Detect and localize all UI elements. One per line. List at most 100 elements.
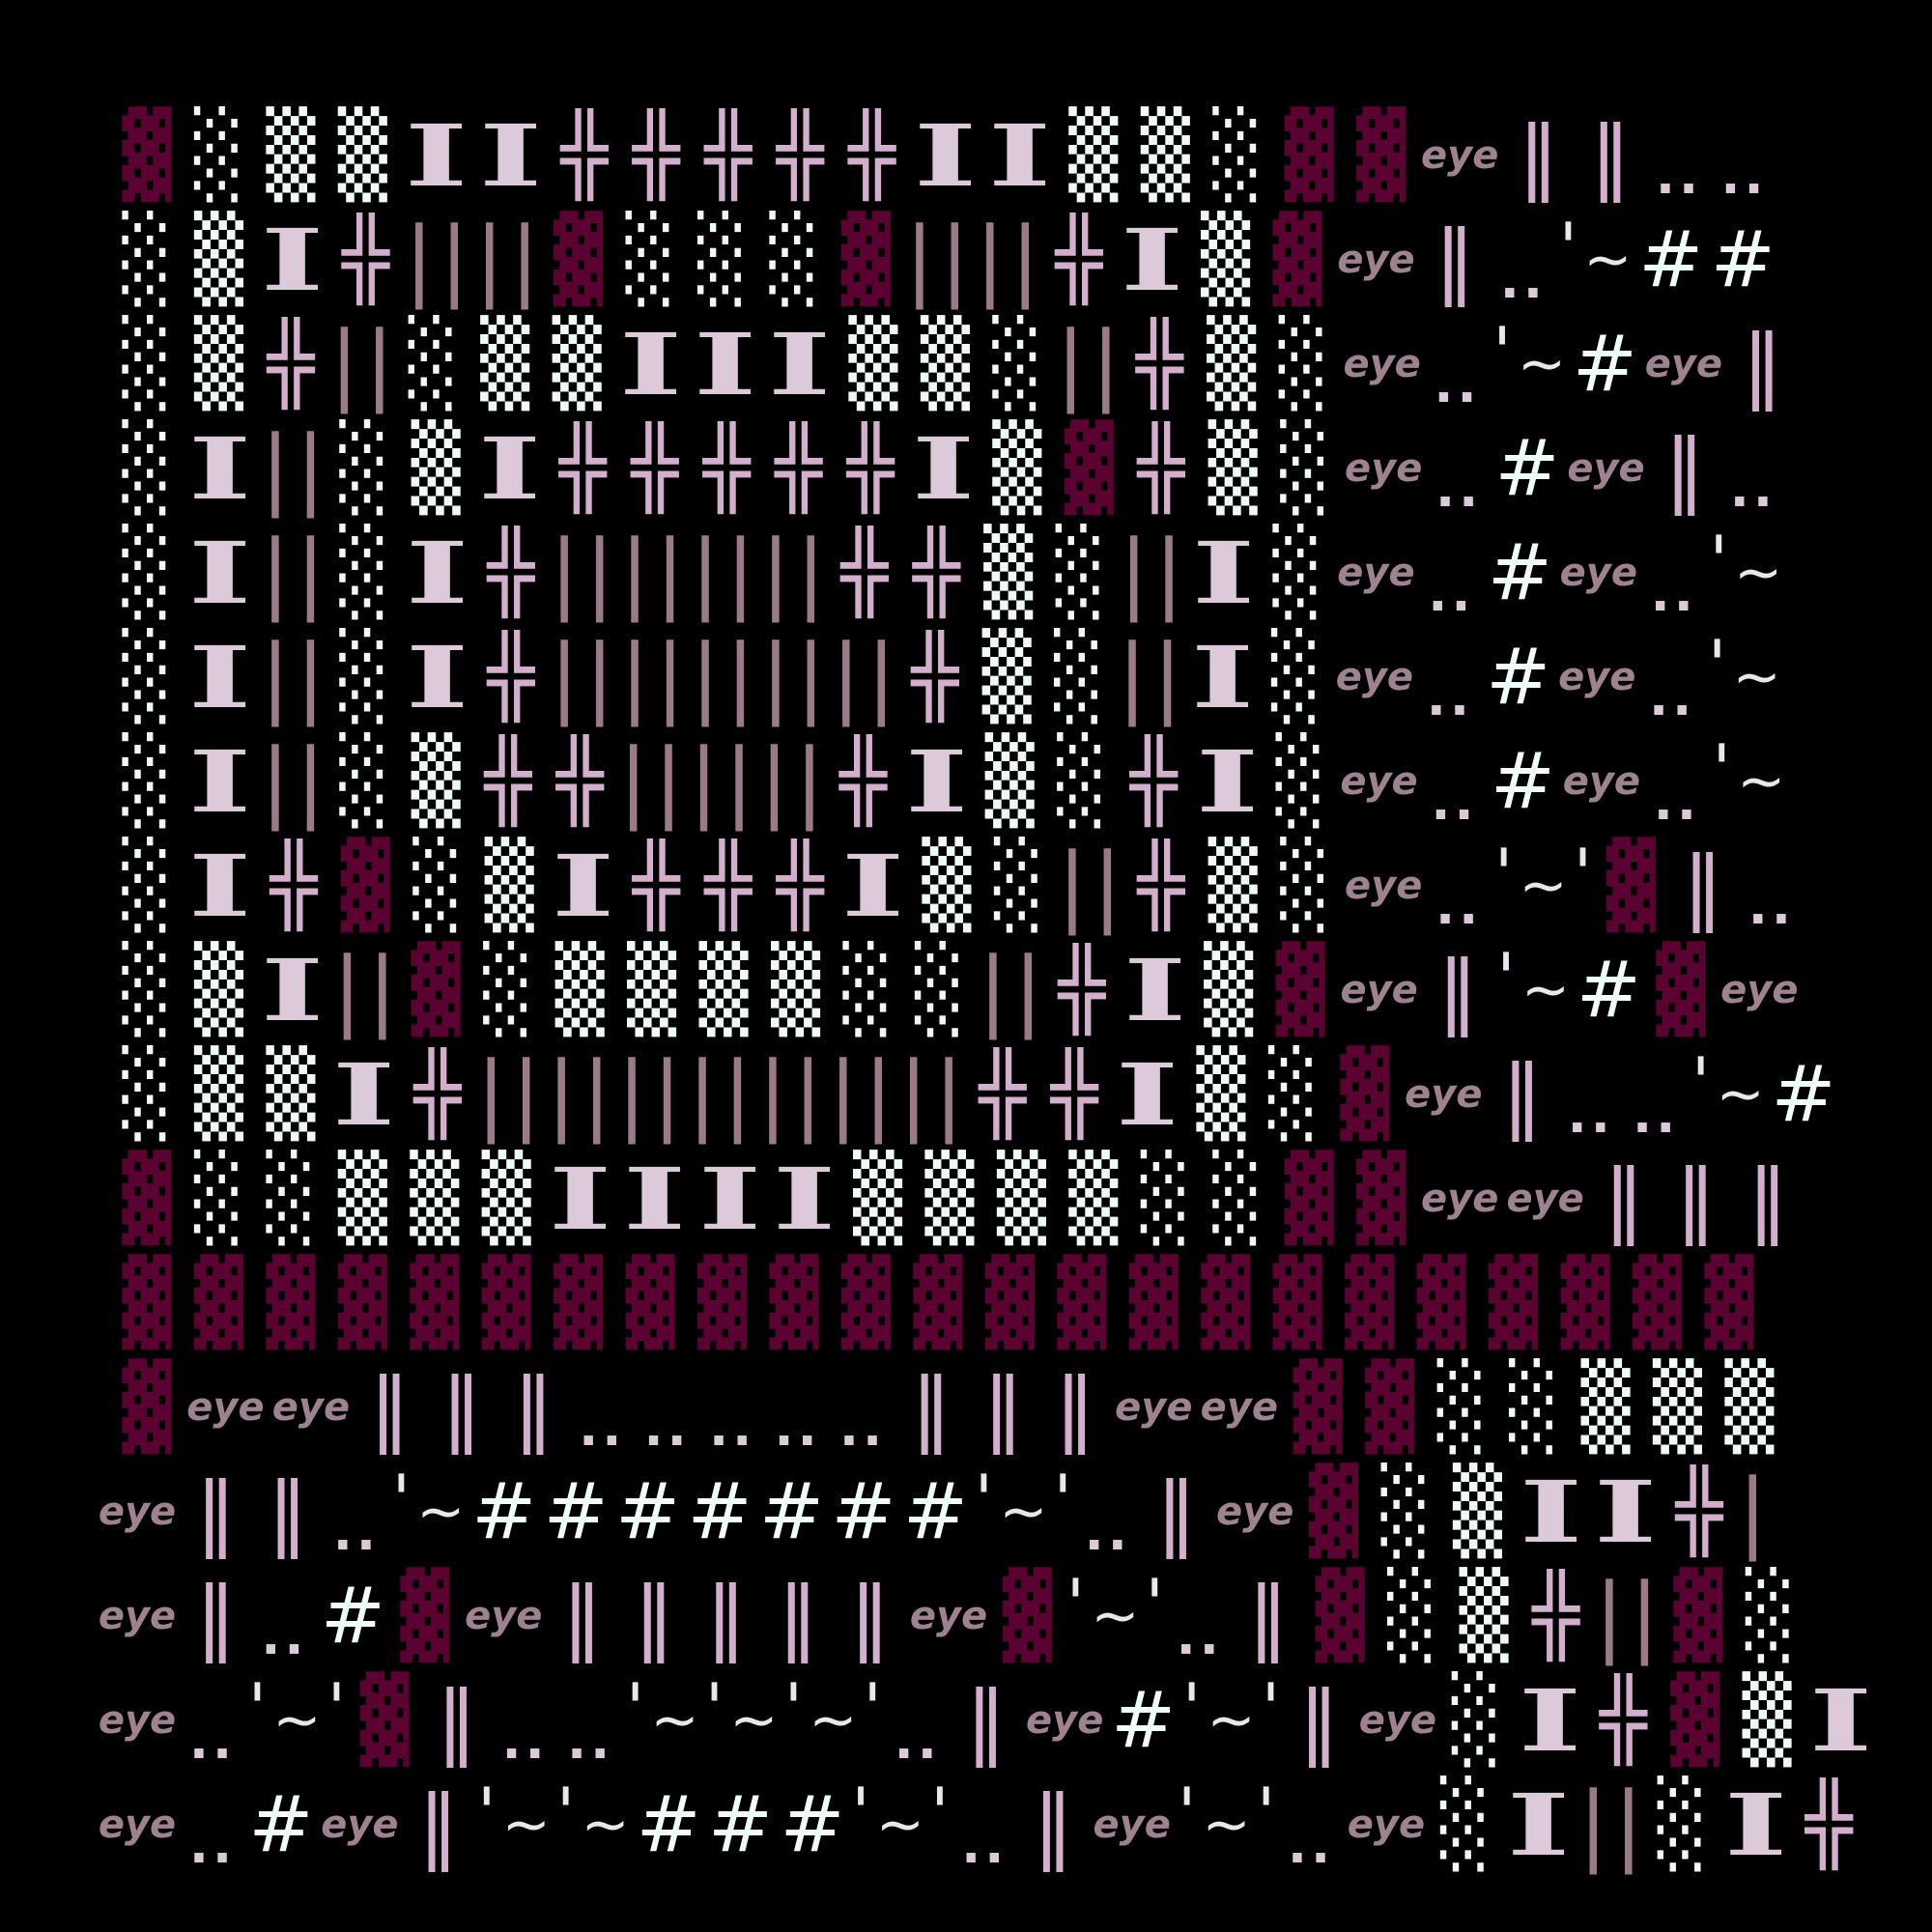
apostrophe-glyph: ' (1493, 835, 1514, 914)
ibeam-glyph: I (1519, 1462, 1583, 1562)
double-cross-glyph: ╬ (846, 423, 895, 514)
dots-glyph: .. (1287, 1816, 1335, 1875)
dark-shade-glyph: ▓ (1704, 1255, 1754, 1350)
medium-shade-glyph: ▒ (924, 1151, 975, 1246)
ibeam-glyph: I (987, 105, 1052, 206)
light-shade-glyph: ░ (483, 942, 533, 1037)
ibeam-glyph: I (405, 523, 469, 623)
dark-shade-glyph: ▓ (1275, 942, 1325, 1037)
tilde-glyph: ~ (416, 1478, 466, 1546)
ibeam-glyph: I (768, 314, 832, 414)
bar-glyph: | (655, 626, 685, 727)
light-shade-glyph: ░ (769, 212, 819, 307)
double-bar-glyph: ‖ (1501, 1047, 1543, 1142)
bar-glyph: | (687, 1043, 718, 1145)
dots-glyph: .. (1434, 355, 1481, 414)
eye-icon: eye (98, 1594, 177, 1638)
dark-shade-glyph: ▓ (1309, 1463, 1359, 1559)
dots-glyph: .. (1655, 147, 1703, 206)
bar-glyph: | (547, 1043, 577, 1145)
tilde-glyph: ~ (1517, 330, 1567, 398)
apostrophe-glyph: ' (477, 1774, 497, 1853)
eye-icon: eye (1567, 446, 1645, 491)
double-cross-glyph: ╬ (1599, 1675, 1647, 1766)
glyph-row: ▓ ░ ░ ▒ ▒ ▒ I I I I ▒ ▒ ▒ ▒ ░ ░ ▓ ▓ eye … (113, 1154, 1802, 1259)
light-shade-glyph: ░ (1657, 1776, 1707, 1872)
medium-shade-glyph: ▒ (996, 1151, 1047, 1246)
bar-glyph: | (690, 626, 721, 727)
dark-shade-glyph: ▓ (266, 1255, 316, 1350)
glyph-row: ▓ ░ ▒ ▒ I I ╬ ╬ ╬ ╬ ╬ I I ▒ ▒ ░ ▓ ▓ eye … (113, 111, 1775, 215)
light-shade-glyph: ░ (339, 525, 389, 620)
dark-shade-glyph: ▓ (193, 1255, 244, 1350)
dark-shade-glyph: ▓ (359, 1672, 410, 1768)
ibeam-glyph: I (904, 731, 969, 832)
double-bar-glyph: ‖ (1247, 1569, 1289, 1663)
bar-glyph: | (864, 1043, 894, 1145)
bar-glyph: | (655, 522, 685, 623)
glyph-row: eye ‖ .. # ▓ eye ‖ ‖ ‖ ‖ ‖ eye ▓ ' ~ ' .… (97, 1565, 1804, 1676)
bar-glyph: | (550, 626, 580, 727)
ibeam-glyph: I (548, 1149, 612, 1249)
double-cross-glyph: ╬ (484, 736, 532, 827)
bar-glyph: | (760, 626, 791, 727)
bar-glyph: | (404, 209, 434, 310)
glyph-row: ░ ▒ I | | ▓ ░ ▒ ▒ ▒ ▒ ░ ░ | | ╬ I ▒ ▓ ey… (113, 939, 1800, 1050)
ibeam-glyph: I (1195, 731, 1260, 832)
ibeam-glyph: I (913, 105, 978, 206)
bar-glyph: | (296, 417, 326, 519)
bar-glyph: | (725, 522, 755, 623)
double-bar-glyph: ‖ (1033, 1777, 1074, 1872)
apostrophe-glyph: ' (1261, 1669, 1281, 1748)
bar-glyph: | (364, 313, 394, 414)
apostrophe-glyph: ' (1496, 939, 1516, 1018)
eye-icon: eye (1340, 968, 1418, 1012)
light-shade-glyph: ░ (1280, 420, 1330, 516)
ibeam-glyph: I (1122, 940, 1187, 1040)
dark-shade-glyph: ▓ (1002, 1568, 1053, 1663)
bar-glyph: | (757, 1043, 788, 1145)
light-shade-glyph: ░ (122, 629, 172, 724)
eye-icon: eye (1558, 655, 1636, 699)
eye-icon: eye (1343, 342, 1421, 386)
double-cross-glyph: ╬ (487, 632, 535, 723)
apostrophe-glyph: ' (974, 1461, 994, 1540)
bar-glyph: | (975, 209, 1005, 310)
light-shade-glyph: ░ (122, 420, 172, 516)
apostrophe-glyph: ' (1492, 313, 1512, 392)
eye-icon: eye (1644, 342, 1723, 386)
ibeam-glyph: I (772, 1149, 837, 1249)
glyph-row: ░ I ╬ ▓ ░ ▒ I ╬ ╬ ╬ I ▒ ░ | | ╬ ▒ ░ eye … (113, 835, 1802, 946)
ibeam-glyph: I (188, 523, 252, 623)
dark-shade-glyph: ▓ (1272, 212, 1322, 307)
dark-shade-glyph: ▓ (400, 1568, 450, 1663)
tilde-glyph: ~ (999, 1478, 1048, 1546)
dots-glyph: .. (566, 1712, 614, 1771)
ibeam-glyph: I (1192, 523, 1256, 623)
double-cross-glyph: ╬ (1137, 423, 1185, 514)
ibeam-glyph: I (188, 731, 252, 832)
bar-glyph: | (616, 1043, 647, 1145)
medium-shade-glyph: ▒ (481, 1151, 531, 1246)
double-cross-glyph: ╬ (560, 110, 609, 201)
light-shade-glyph: ░ (1057, 733, 1107, 829)
bar-glyph: | (260, 626, 291, 727)
medium-shade-glyph: ▒ (852, 1151, 903, 1246)
double-bar-glyph: ‖ (1682, 838, 1723, 933)
dark-shade-glyph: ▓ (1272, 1255, 1322, 1350)
light-shade-glyph: ░ (1212, 107, 1263, 203)
apostrophe-glyph: ' (1712, 730, 1731, 810)
light-shade-glyph: ░ (408, 316, 458, 412)
ibeam-glyph: I (841, 836, 905, 936)
light-shade-glyph: ░ (992, 316, 1042, 412)
bar-glyph: | (296, 522, 326, 623)
medium-shade-glyph: ▒ (1724, 1359, 1775, 1455)
bar-glyph: | (440, 209, 469, 310)
double-bar-glyph: ‖ (195, 1569, 237, 1663)
double-cross-glyph: ╬ (632, 840, 680, 931)
dark-shade-glyph: ▓ (697, 1255, 748, 1350)
apostrophe-glyph: ' (704, 1669, 724, 1748)
light-shade-glyph: ░ (339, 629, 389, 724)
hash-glyph: # (1490, 736, 1555, 826)
dark-shade-glyph: ▓ (554, 1255, 604, 1350)
